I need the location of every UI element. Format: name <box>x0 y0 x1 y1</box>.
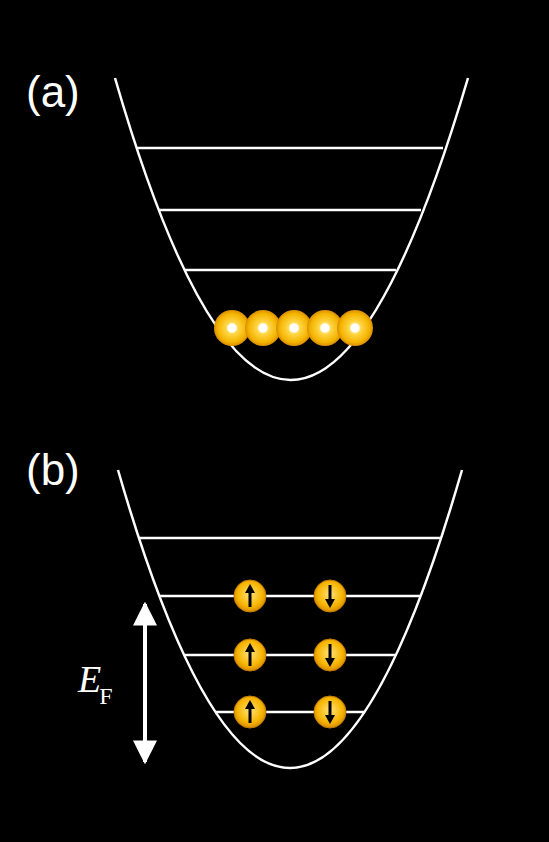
boson-balls <box>214 310 373 346</box>
potential-well-b <box>118 470 462 768</box>
panel-label: (b) <box>26 448 80 492</box>
fermion-spins <box>234 580 346 728</box>
panel-label: (a) <box>26 70 80 114</box>
energy-subscript: F <box>99 684 112 708</box>
fermi-energy-arrow <box>143 604 147 762</box>
potential-well-a <box>115 78 468 380</box>
energy-symbol: E <box>78 660 101 698</box>
